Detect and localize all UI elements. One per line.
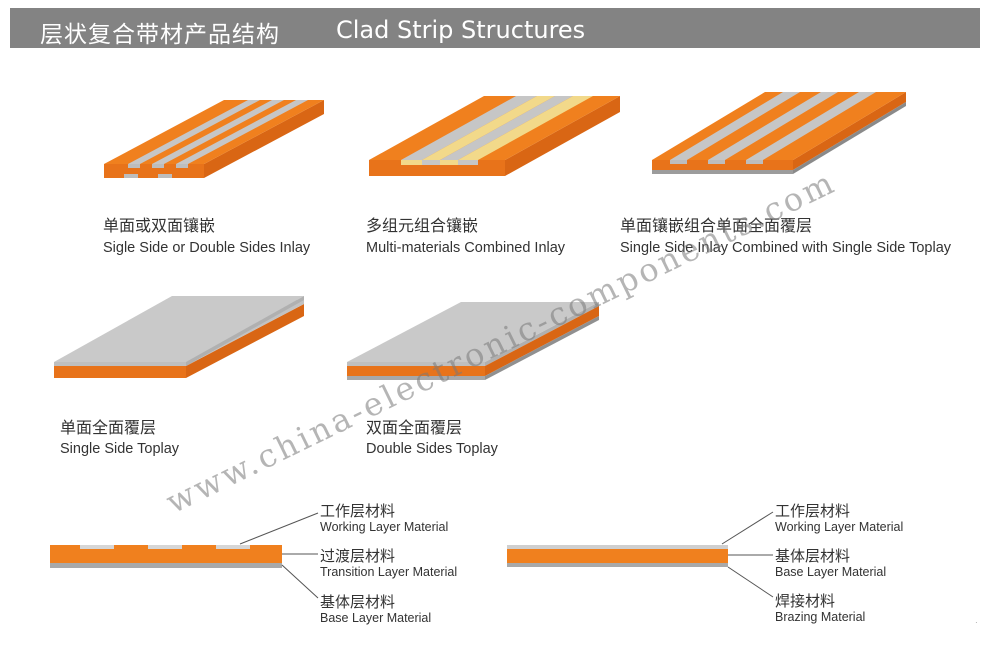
- product-5-title-en: Double Sides Toplay: [366, 441, 498, 457]
- inlay-strip-illustration: [104, 100, 324, 178]
- right-brazing-label-cn: 焊接材料: [775, 592, 836, 610]
- left-base-layer-label-cn: 基体层材料: [320, 593, 396, 611]
- page-title-en: Clad Strip Structures: [336, 16, 586, 44]
- single-side-toplay-illustration: [54, 296, 304, 378]
- page-title-cn: 层状复合带材产品结构: [40, 22, 280, 48]
- toplay-cross-section-diagram: [507, 511, 774, 598]
- right-base-layer-label-cn: 基体层材料: [775, 547, 851, 565]
- right-base-layer-label-en: Base Layer Material: [775, 565, 887, 579]
- right-brazing-label-en: Brazing Material: [775, 610, 866, 624]
- left-working-layer-label-cn: 工作层材料: [320, 502, 396, 520]
- left-transition-layer-label-cn: 过渡层材料: [320, 547, 396, 565]
- double-sides-toplay-illustration: [347, 302, 599, 380]
- product-1-title-en: Sigle Side or Double Sides Inlay: [103, 240, 311, 256]
- inlay-cross-section-diagram: [50, 512, 319, 599]
- corner-mark: ·: [975, 618, 978, 627]
- product-1-title-cn: 单面或双面镶嵌: [103, 216, 216, 235]
- product-3-title-en: Single Side Inlay Combined with Single S…: [620, 240, 952, 256]
- product-4-title-cn: 单面全面覆层: [60, 418, 157, 437]
- inlay-toplay-illustration: [652, 92, 906, 174]
- right-working-layer-label-cn: 工作层材料: [775, 502, 851, 520]
- left-base-layer-label-en: Base Layer Material: [320, 611, 432, 625]
- product-5-title-cn: 双面全面覆层: [366, 418, 463, 437]
- left-working-layer-label-en: Working Layer Material: [320, 520, 449, 534]
- left-transition-layer-label-en: Transition Layer Material: [320, 565, 458, 579]
- header-bar: 层状复合带材产品结构 Clad Strip Structures: [10, 8, 980, 48]
- multi-material-inlay-illustration: [369, 96, 620, 176]
- product-2-title-cn: 多组元组合镶嵌: [366, 216, 479, 235]
- product-4-title-en: Single Side Toplay: [60, 441, 180, 457]
- right-working-layer-label-en: Working Layer Material: [775, 520, 904, 534]
- product-3-title-cn: 单面镶嵌组合单面全面覆层: [620, 216, 813, 235]
- product-2-title-en: Multi-materials Combined Inlay: [366, 240, 566, 256]
